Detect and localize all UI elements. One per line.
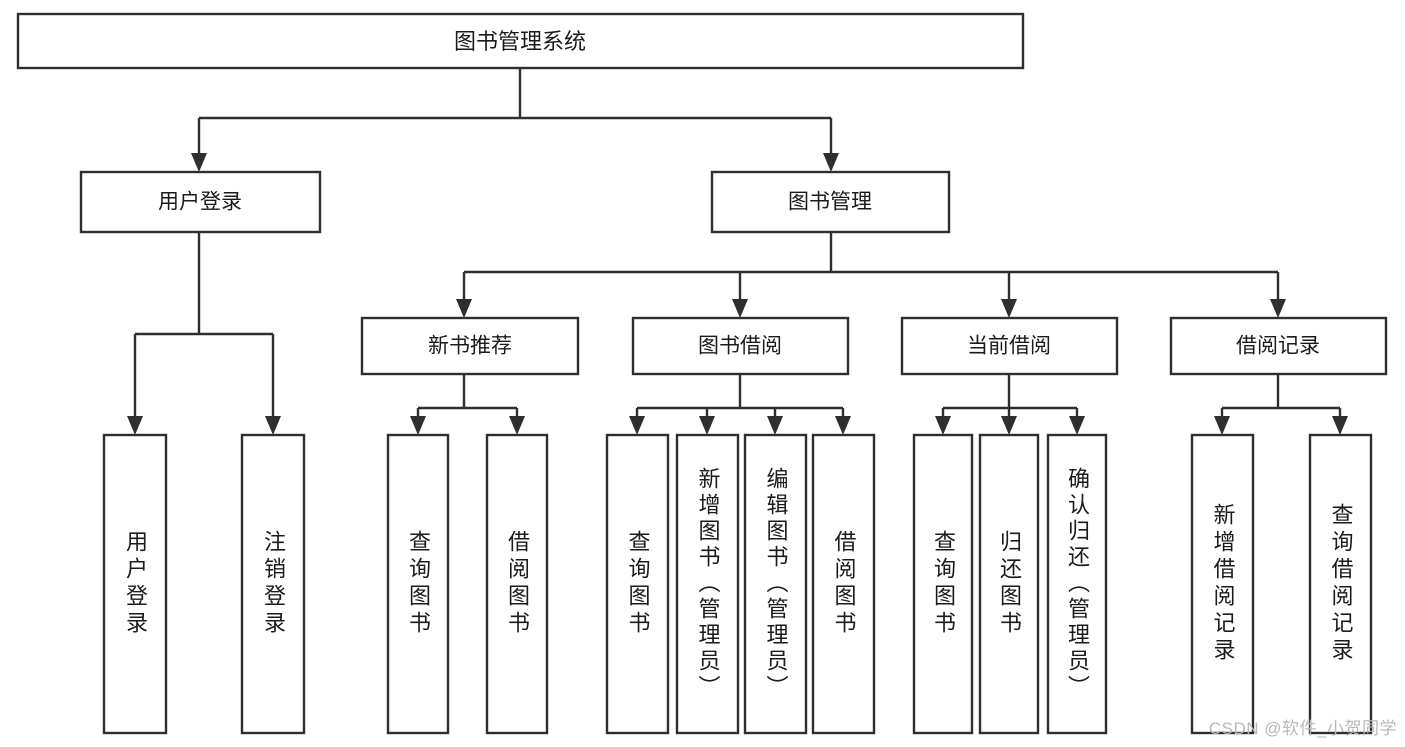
connector-layer [127, 68, 1348, 435]
arrowhead-current-borrow [1001, 299, 1017, 318]
leaf-box-logout-action[interactable] [240, 433, 306, 735]
node-user-login-box[interactable] [79, 170, 322, 234]
node-book-borrow[interactable]: 图书借阅 [631, 316, 850, 376]
arrowhead-add-borrow-record [1214, 416, 1230, 435]
leaf-box-borrow-book-action[interactable] [811, 433, 876, 735]
node-new-book-recommend[interactable]: 新书推荐 [360, 316, 580, 376]
node-user-login[interactable]: 用户登录 [79, 170, 322, 234]
leaf-box-confirm-return-admin[interactable] [1046, 433, 1108, 735]
leaf-box-query-book-borrow[interactable] [605, 433, 670, 735]
arrowhead-borrow-book-rec [509, 416, 525, 435]
node-current-borrow[interactable]: 当前借阅 [900, 316, 1119, 376]
leaf-box-add-book-admin[interactable] [675, 433, 740, 735]
leaf-box-borrow-book-rec[interactable] [485, 433, 549, 735]
arrowhead-borrow-record [1270, 299, 1286, 318]
arrowhead-add-book-admin [699, 416, 715, 435]
node-current-borrow-label: 当前借阅 [967, 335, 1051, 358]
leaf-box-user-login-action[interactable] [102, 433, 168, 735]
leaf-box-query-borrow-record[interactable] [1308, 433, 1373, 735]
arrowhead-query-book-rec [410, 416, 426, 435]
node-user-login-label: 用户登录 [158, 191, 242, 214]
node-book-management[interactable]: 图书管理 [710, 170, 951, 234]
node-book-management-box[interactable] [710, 170, 951, 234]
node-new-book-recommend-label: 新书推荐 [428, 335, 512, 358]
node-book-management-label: 图书管理 [788, 191, 872, 214]
watermark-text: CSDN @软件_小贺同学 [1208, 719, 1397, 738]
arrowhead-new-book [456, 299, 472, 318]
node-new-book-recommend-box[interactable] [360, 316, 580, 376]
leaf-box-add-borrow-record[interactable] [1190, 433, 1255, 735]
arrowhead-logout-action [265, 416, 281, 435]
leaf-box-query-book-rec[interactable] [386, 433, 450, 735]
node-book-borrow-box[interactable] [631, 316, 850, 376]
arrowhead-borrow-book-action [835, 416, 851, 435]
arrowhead-book-management [823, 153, 839, 172]
arrowhead-confirm-return-admin [1069, 416, 1085, 435]
leaf-box-edit-book-admin[interactable] [743, 433, 808, 735]
arrowhead-user-login [191, 153, 207, 172]
arrowhead-book-borrow [732, 299, 748, 318]
leaf-box-layer [102, 433, 1373, 735]
node-root-box[interactable] [16, 12, 1025, 70]
node-current-borrow-box[interactable] [900, 316, 1119, 376]
arrowhead-query-book-borrow [629, 416, 645, 435]
node-book-borrow-label: 图书借阅 [698, 335, 782, 358]
node-borrow-record-label: 借阅记录 [1236, 335, 1320, 358]
node-root[interactable]: 图书管理系统 [16, 12, 1025, 70]
arrowhead-return-book [1001, 416, 1017, 435]
arrowhead-user-login-action [127, 416, 143, 435]
arrowhead-query-book-current [935, 416, 951, 435]
leaf-box-query-book-current[interactable] [912, 433, 974, 735]
arrowhead-edit-book-admin [767, 416, 783, 435]
node-root-label: 图书管理系统 [454, 29, 586, 54]
arrowhead-query-borrow-record [1332, 416, 1348, 435]
node-borrow-record[interactable]: 借阅记录 [1169, 316, 1388, 376]
leaf-box-return-book[interactable] [978, 433, 1040, 735]
node-borrow-record-box[interactable] [1169, 316, 1388, 376]
